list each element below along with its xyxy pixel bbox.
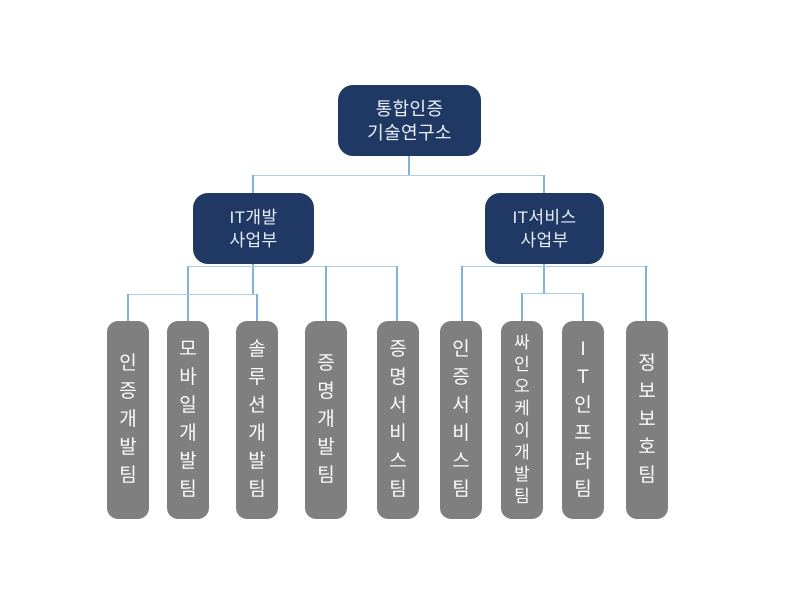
connector-right-h2 [521, 293, 584, 294]
team-label: 정 보 보 호 팀 [638, 353, 656, 486]
connector-drop-team-4 [325, 266, 327, 321]
connector-top-horizontal [253, 175, 545, 176]
connector-drop-team-3 [256, 294, 258, 321]
org-node-division-it-dev[interactable]: IT개발 사업부 [193, 193, 314, 264]
division-label-line1: IT서비스 [512, 207, 577, 227]
root-label-line2: 기술연구소 [367, 122, 452, 143]
division-label-line1: IT개발 [229, 207, 278, 227]
org-node-division-it-service[interactable]: IT서비스 사업부 [485, 193, 604, 264]
connector-drop-team-8 [582, 293, 584, 321]
org-node-team-7[interactable]: 싸 인 오 케 이 개 발 팀 [501, 321, 543, 519]
team-label: 싸 인 오 케 이 개 발 팀 [514, 333, 530, 506]
connector-drop-team-5 [396, 266, 398, 321]
connector-drop-div-right [543, 175, 545, 193]
connector-left-h1 [187, 266, 398, 267]
team-label: I T 인 프 라 팀 [574, 339, 592, 500]
org-node-team-6[interactable]: 인 증 서 비 스 팀 [440, 321, 482, 519]
division-label-line2: 사업부 [520, 230, 569, 250]
team-label: 모 바 일 개 발 팀 [179, 339, 197, 500]
connector-div-left-feed [252, 263, 254, 294]
org-node-team-2[interactable]: 모 바 일 개 발 팀 [167, 321, 209, 519]
team-label: 인 증 서 비 스 팀 [452, 339, 470, 500]
org-node-root[interactable]: 통합인증 기술연구소 [338, 85, 481, 156]
connector-root-feed [408, 155, 410, 175]
team-label: 증 명 서 비 스 팀 [389, 339, 407, 500]
org-node-team-1[interactable]: 인 증 개 발 팀 [107, 321, 149, 519]
connector-drop-team-6 [461, 266, 463, 321]
team-label: 증 명 개 발 팀 [317, 353, 335, 486]
connector-right-h1 [461, 266, 648, 267]
org-node-team-5[interactable]: 증 명 서 비 스 팀 [377, 321, 419, 519]
connector-left-h2 [127, 294, 258, 295]
connector-drop-team-1 [127, 294, 129, 321]
connector-drop-team-7 [521, 293, 523, 321]
connector-drop-team-2 [187, 266, 189, 321]
org-node-team-9[interactable]: 정 보 보 호 팀 [626, 321, 668, 519]
org-node-team-3[interactable]: 솔 루 션 개 발 팀 [236, 321, 278, 519]
org-node-team-8[interactable]: I T 인 프 라 팀 [562, 321, 604, 519]
connector-drop-div-left [252, 175, 254, 193]
team-label: 솔 루 션 개 발 팀 [248, 339, 266, 500]
division-label-line2: 사업부 [229, 230, 278, 250]
connector-drop-team-9 [645, 266, 647, 321]
org-node-team-4[interactable]: 증 명 개 발 팀 [305, 321, 347, 519]
root-label-line1: 통합인증 [375, 98, 444, 119]
team-label: 인 증 개 발 팀 [119, 353, 137, 486]
connector-div-right-feed [543, 263, 545, 293]
